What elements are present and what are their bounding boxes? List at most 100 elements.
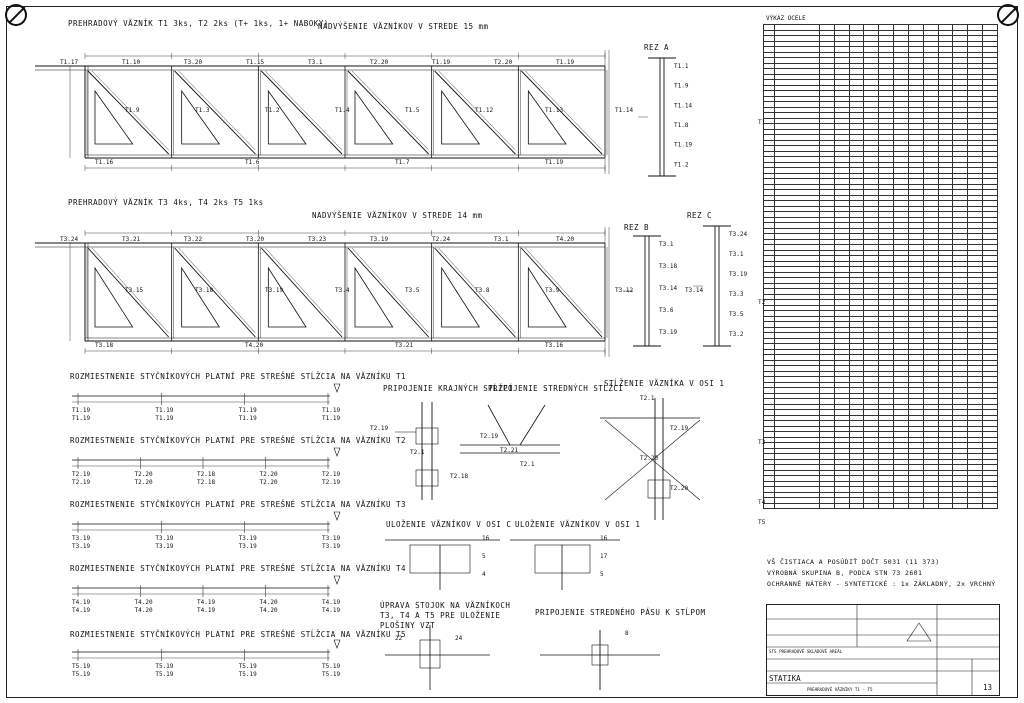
table-cell — [774, 370, 820, 377]
section-label: T3.14 — [659, 285, 677, 292]
section-label: T1.14 — [674, 102, 692, 109]
table-row — [763, 304, 998, 311]
member-label: T3.20 — [184, 59, 202, 66]
diagonal-member-inner — [438, 70, 516, 151]
table-cell — [774, 497, 820, 504]
table-cell — [774, 436, 820, 443]
table-cell — [774, 398, 820, 405]
table-row — [763, 370, 998, 377]
table-cell — [774, 458, 820, 465]
purlin-mark-label: T4.19 — [197, 599, 215, 606]
member-label: T3.12 — [615, 287, 633, 294]
table-cell — [774, 260, 820, 267]
table-cell — [878, 502, 895, 509]
member-label: T1.9 — [125, 107, 140, 114]
detail-label: 5 — [600, 571, 604, 578]
member-label: T3.22 — [184, 236, 202, 243]
truss-1-title: PREHRADOVÝ VÄZNÍK T1 3ks, T2 2ks (T+ 1ks… — [68, 19, 329, 28]
table-row — [763, 84, 998, 91]
member-label: T2.24 — [432, 236, 450, 243]
detail-label: 16 — [482, 535, 490, 542]
table-row — [763, 337, 998, 344]
table-cell — [982, 381, 998, 388]
table-cell — [982, 409, 998, 416]
table-row — [763, 387, 998, 394]
table-cell — [774, 431, 820, 438]
detail-label: T2.18 — [450, 473, 468, 480]
purlin-row-t5-title: ROZMIESTNENIE STYČNÍKOVÝCH PLATNÍ PRE ST… — [70, 630, 407, 639]
table-row — [763, 282, 998, 289]
table-row — [763, 486, 998, 493]
diagonal-member — [347, 70, 429, 155]
table-cell — [774, 486, 820, 493]
table-cell — [982, 62, 998, 69]
detail-label: 4 — [482, 571, 486, 578]
member-label: T1.19 — [432, 59, 450, 66]
table-cell — [774, 447, 820, 454]
table-cell — [982, 464, 998, 471]
steel-table-title: VÝKAZ OCELE — [766, 15, 806, 22]
table-cell — [982, 425, 998, 432]
gusset-plate — [181, 89, 221, 145]
title-block: STS PREHRADOVÉ SKLADOVÉ AREÁL STATIKA PR… — [766, 604, 1000, 696]
table-row — [763, 73, 998, 80]
purlin-mark-label: T4.20 — [135, 599, 153, 606]
table-row — [763, 62, 998, 69]
detail-support-c-title: ULOŽENIE VÄZNÍKOV V OSI C — [386, 520, 512, 529]
gusset-plate — [441, 89, 481, 145]
member-label: T1.3 — [195, 107, 210, 114]
table-row — [763, 425, 998, 432]
table-row — [763, 409, 998, 416]
truss-1-camber: NADVÝŠENIE VÄZNÍKOV V STREDE 15 mm — [318, 22, 489, 31]
table-group-label: T3 — [758, 439, 766, 446]
member-label: T1.2 — [265, 107, 280, 114]
table-row — [763, 359, 998, 366]
table-cell — [982, 79, 998, 86]
purlin-mark-label-bottom: T3.19 — [72, 543, 90, 550]
table-cell — [893, 502, 909, 509]
table-row — [763, 447, 998, 454]
table-cell — [982, 299, 998, 306]
diagonal-member-inner — [438, 247, 516, 334]
table-row — [763, 332, 998, 339]
member-label: T3.15 — [125, 287, 143, 294]
section-label: T3.18 — [659, 263, 677, 270]
member-label: T1.13 — [545, 107, 563, 114]
purlin-mark-label: T5.19 — [239, 663, 257, 670]
detail-bearing — [534, 544, 591, 574]
member-label: T3.19 — [265, 287, 283, 294]
table-cell — [774, 282, 820, 289]
detail-bracing-title: STĹŽENIE VÄZNÍKA V OSI 1 — [604, 379, 725, 388]
member-label: T3.4 — [335, 287, 350, 294]
table-cell — [967, 502, 984, 509]
detail-label: T2.21 — [500, 447, 518, 454]
table-cell — [982, 453, 998, 460]
diagonal-member-inner — [178, 247, 256, 334]
note-material: VŠ ČISTIACA A POSÚDIŤ DOČT 5031 (11 373) — [767, 558, 940, 566]
table-cell — [774, 24, 820, 31]
table-cell — [774, 469, 820, 476]
table-cell — [774, 106, 820, 113]
note-coating: OCHRANNÉ NÁTERY - SYNTETICKÉ : 1x ZÁKLAD… — [767, 580, 996, 588]
purlin-mark-label-bottom: T2.20 — [135, 479, 153, 486]
table-row — [763, 348, 998, 355]
member-label: T3.21 — [122, 236, 140, 243]
table-cell — [982, 106, 998, 113]
table-cell — [774, 321, 820, 328]
member-label: T1.5 — [405, 107, 420, 114]
table-cell — [982, 101, 998, 108]
gusset-plate — [267, 266, 307, 328]
diagonal-member — [434, 70, 516, 155]
purlin-mark-label: T2.19 — [72, 471, 90, 478]
member-label: T1.6 — [245, 159, 260, 166]
table-cell — [774, 414, 820, 421]
table-cell — [982, 502, 998, 509]
table-cell — [982, 293, 998, 300]
table-cell — [774, 491, 820, 498]
section-label: T3.1 — [659, 241, 674, 248]
table-cell — [774, 387, 820, 394]
section-label: T3.19 — [659, 329, 677, 336]
table-cell — [774, 315, 820, 322]
table-cell — [774, 299, 820, 306]
